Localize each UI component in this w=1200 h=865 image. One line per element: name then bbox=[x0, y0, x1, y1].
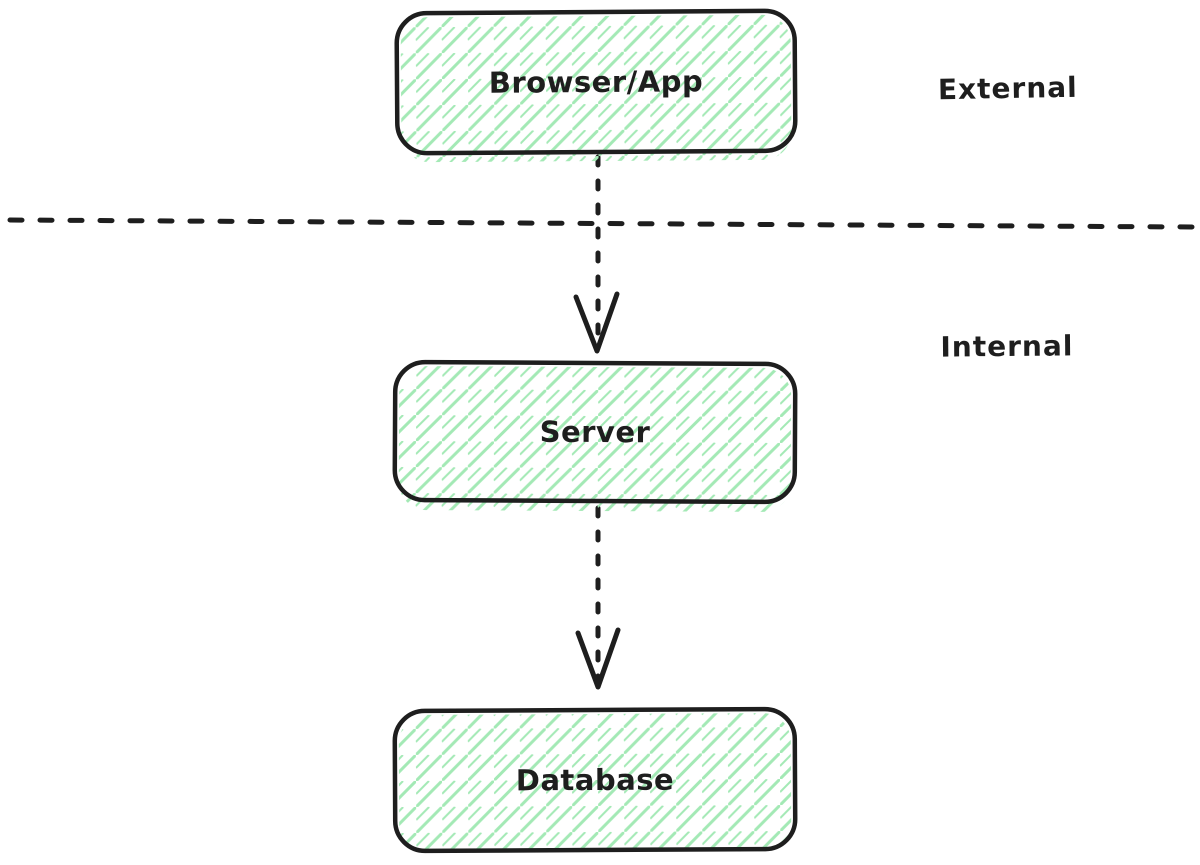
zone-label-internal: Internal bbox=[940, 329, 1073, 363]
node-border bbox=[392, 706, 798, 854]
node-hatch-fill bbox=[400, 14, 792, 163]
node-border bbox=[394, 8, 798, 156]
node-label-database: Database bbox=[516, 763, 675, 798]
zone-divider-line bbox=[7, 217, 1195, 230]
zone-label-external: External bbox=[938, 71, 1078, 106]
node-hatch-fill bbox=[398, 366, 792, 512]
node-border bbox=[392, 359, 798, 505]
node-label-browser-app: Browser/App bbox=[489, 64, 704, 99]
edge-server-to-database bbox=[575, 505, 621, 690]
edge-browser-to-server bbox=[573, 154, 620, 354]
node-hatch-fill bbox=[398, 713, 792, 853]
arrowhead-down-icon bbox=[575, 627, 621, 690]
node-browser-app: Browser/App bbox=[394, 8, 798, 163]
node-label-server: Server bbox=[540, 415, 651, 450]
node-database: Database bbox=[392, 706, 798, 854]
node-server: Server bbox=[392, 359, 798, 512]
arrowhead-down-icon bbox=[573, 291, 620, 354]
